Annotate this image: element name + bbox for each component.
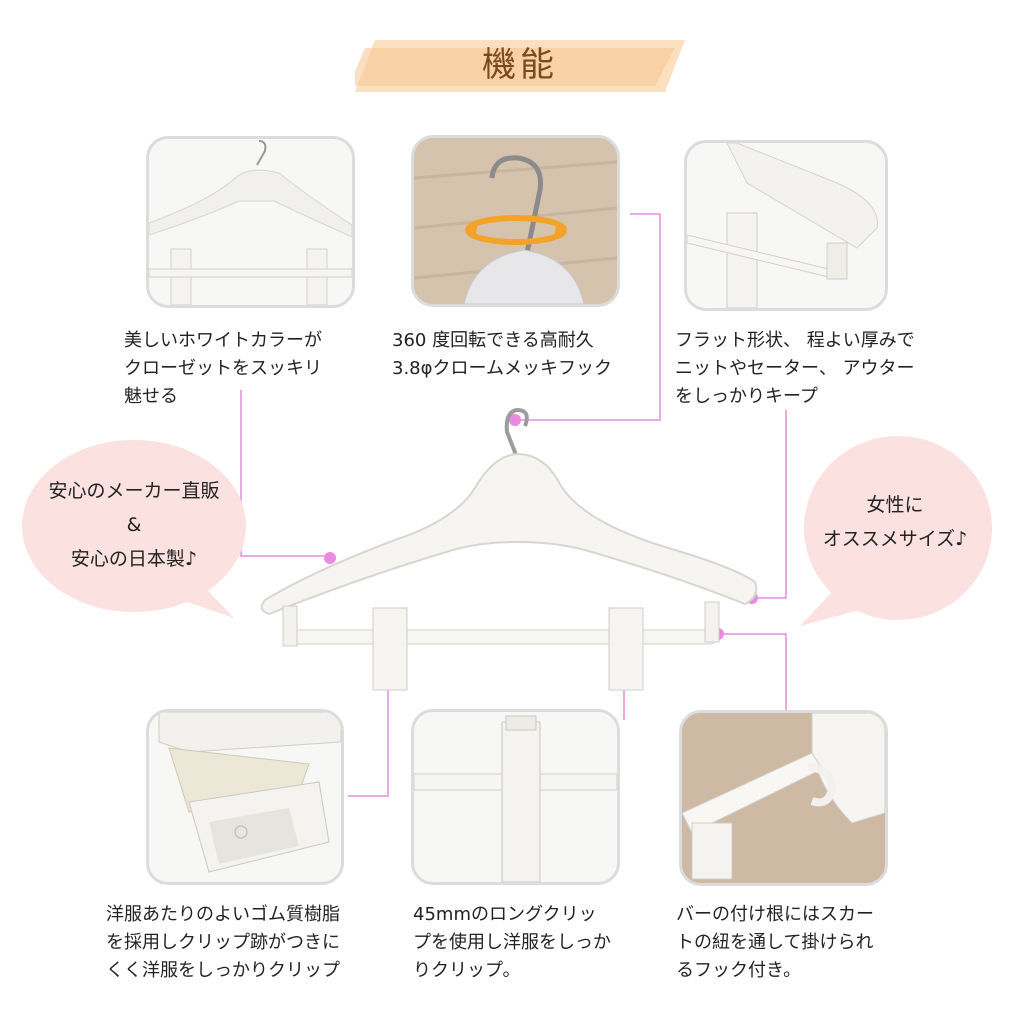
caption-color: 美しいホワイトカラーが クローゼットをスッキリ 魅せる xyxy=(124,330,322,407)
photo-rubber-clip xyxy=(146,709,344,885)
photo-hanger-color xyxy=(146,136,355,308)
rubber-clip-illustration xyxy=(158,712,341,873)
clip-right xyxy=(608,607,644,691)
caption-shape: フラット形状、 程よい厚みで ニットやセーター、 アウター をしっかりキープ xyxy=(675,330,915,407)
badge-made-in-japan: 安心のメーカー直販 & 安心の日本製♪ xyxy=(20,438,248,628)
hanger-body xyxy=(260,452,758,616)
caption-clip: 45mmのロングクリッ プを使用し洋服をしっか りクリップ。 xyxy=(413,904,611,981)
bar-joint-left xyxy=(282,605,298,647)
badge-right-text: 女性に オススメサイズ♪ xyxy=(822,494,968,550)
hanger-main-illustration xyxy=(260,407,758,691)
badge-women-size: 女性に オススメサイズ♪ xyxy=(796,430,994,630)
photo-skirt-hook xyxy=(679,710,888,886)
skirt-hook-illustration xyxy=(682,713,885,883)
marker-dot xyxy=(324,552,336,564)
hanger-bar xyxy=(284,629,716,645)
bar-joint-right xyxy=(704,601,720,643)
photo-chrome-hook xyxy=(411,135,620,307)
bubble-shape-right xyxy=(800,436,992,626)
clip-left xyxy=(372,607,408,691)
badge-left-text: 安心のメーカー直販 & 安心の日本製♪ xyxy=(48,480,220,570)
photo-long-clip xyxy=(411,709,620,885)
caption-hook: 360 度回転できる高耐久 3.8φクロームメッキフック xyxy=(392,330,612,379)
long-clip-illustration xyxy=(414,715,617,882)
chrome-hook xyxy=(504,407,529,461)
caption-skirt-hook: バーの付け根にはスカー トの紐を通して掛けられ るフック付き。 xyxy=(676,904,874,981)
title-banner: 機能 xyxy=(349,36,685,94)
page-title: 機能 xyxy=(482,45,558,85)
photo-flat-shape xyxy=(684,140,888,311)
hanger-top-illustration xyxy=(149,140,352,305)
hook-rotation-illustration xyxy=(414,138,617,304)
flat-shape-illustration xyxy=(687,143,878,308)
banner-shape xyxy=(349,40,685,92)
caption-rubber: 洋服あたりのよいゴム質樹脂 を採用しクリップ跡がつきに くく洋服をしっかりクリッ… xyxy=(106,904,340,981)
marker-dot xyxy=(509,414,521,426)
bubble-shape-left xyxy=(22,440,246,618)
